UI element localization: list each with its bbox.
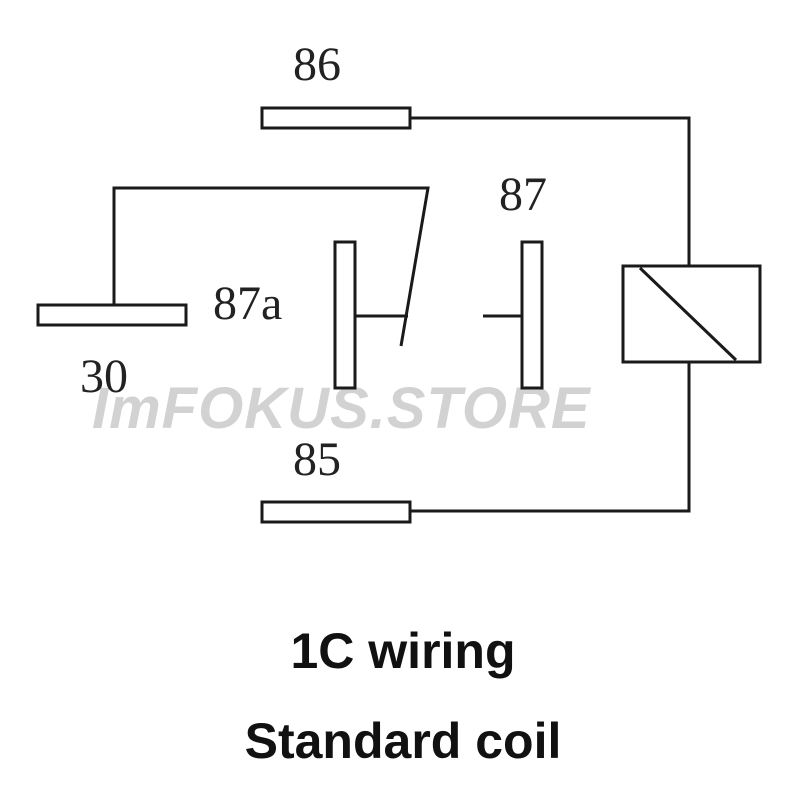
terminal-86-label: 86 bbox=[293, 38, 341, 91]
coil-winding-symbol bbox=[638, 266, 738, 362]
wire-30-common bbox=[112, 186, 430, 347]
terminal-86-blade bbox=[260, 106, 412, 130]
terminal-85-label: 85 bbox=[293, 433, 341, 486]
terminal-85-blade bbox=[260, 500, 412, 524]
coil-box bbox=[621, 264, 762, 364]
terminal-30-label: 30 bbox=[80, 350, 128, 403]
wire-coil-to-85 bbox=[410, 362, 691, 513]
wire-86-to-coil bbox=[410, 116, 691, 266]
diagram-title-line1: 1C wiring bbox=[290, 623, 515, 679]
diagram-title-line2: Standard coil bbox=[245, 713, 562, 769]
terminal-87-label: 87 bbox=[499, 168, 547, 221]
terminal-30-blade bbox=[36, 303, 188, 327]
terminal-87a-label: 87a bbox=[213, 277, 282, 330]
terminal-87a-contact bbox=[333, 240, 357, 390]
terminal-87-contact bbox=[520, 240, 544, 390]
